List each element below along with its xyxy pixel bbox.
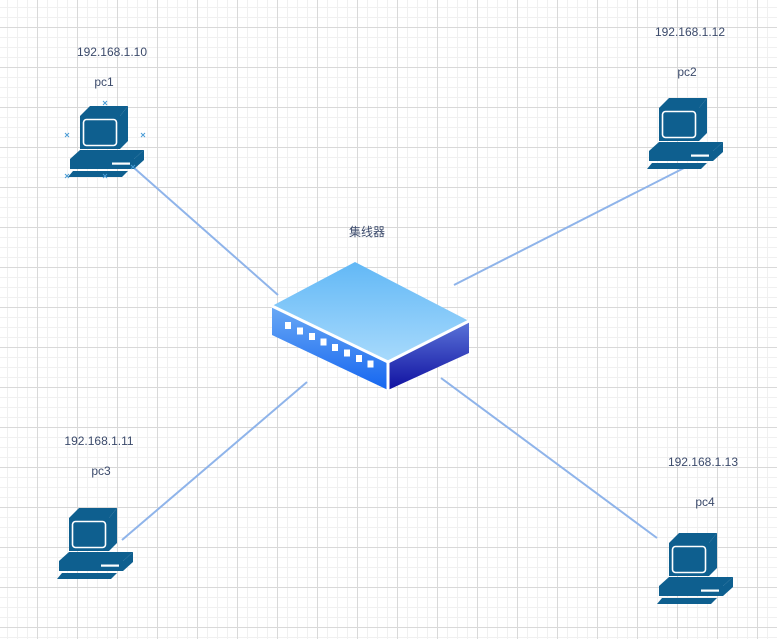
pc4-node[interactable]: 192.168.1.13 pc4 — [656, 455, 738, 605]
hub-label: 集线器 — [349, 224, 385, 239]
hub-node[interactable]: 集线器 — [271, 224, 470, 390]
selection-handles[interactable] — [64, 100, 146, 179]
edge-pc3-hub[interactable] — [121, 381, 308, 541]
edge-pc2-hub[interactable] — [453, 166, 687, 286]
edge-pc1-hub[interactable] — [132, 166, 279, 296]
pc4-ip-label: 192.168.1.13 — [668, 455, 738, 469]
edge-pc4-hub[interactable] — [440, 377, 658, 539]
computer-icon — [56, 507, 134, 580]
pc3-node[interactable]: 192.168.1.11 pc3 — [56, 434, 134, 580]
computer-icon — [646, 97, 724, 170]
pc3-name-label: pc3 — [91, 464, 111, 478]
connections — [121, 166, 687, 541]
pc2-node[interactable]: 192.168.1.12 pc2 — [646, 25, 725, 170]
pc4-name-label: pc4 — [695, 495, 715, 509]
pc2-name-label: pc2 — [677, 65, 697, 79]
hub-ports — [285, 322, 374, 368]
pc1-ip-label: 192.168.1.10 — [77, 45, 147, 59]
pc1-node[interactable]: 192.168.1.10 pc1 — [64, 45, 147, 179]
computer-icon — [656, 532, 734, 605]
pc3-ip-label: 192.168.1.11 — [64, 434, 134, 448]
hub-icon — [271, 262, 470, 390]
pc1-name-label: pc1 — [94, 75, 114, 89]
pc2-ip-label: 192.168.1.12 — [655, 25, 725, 39]
